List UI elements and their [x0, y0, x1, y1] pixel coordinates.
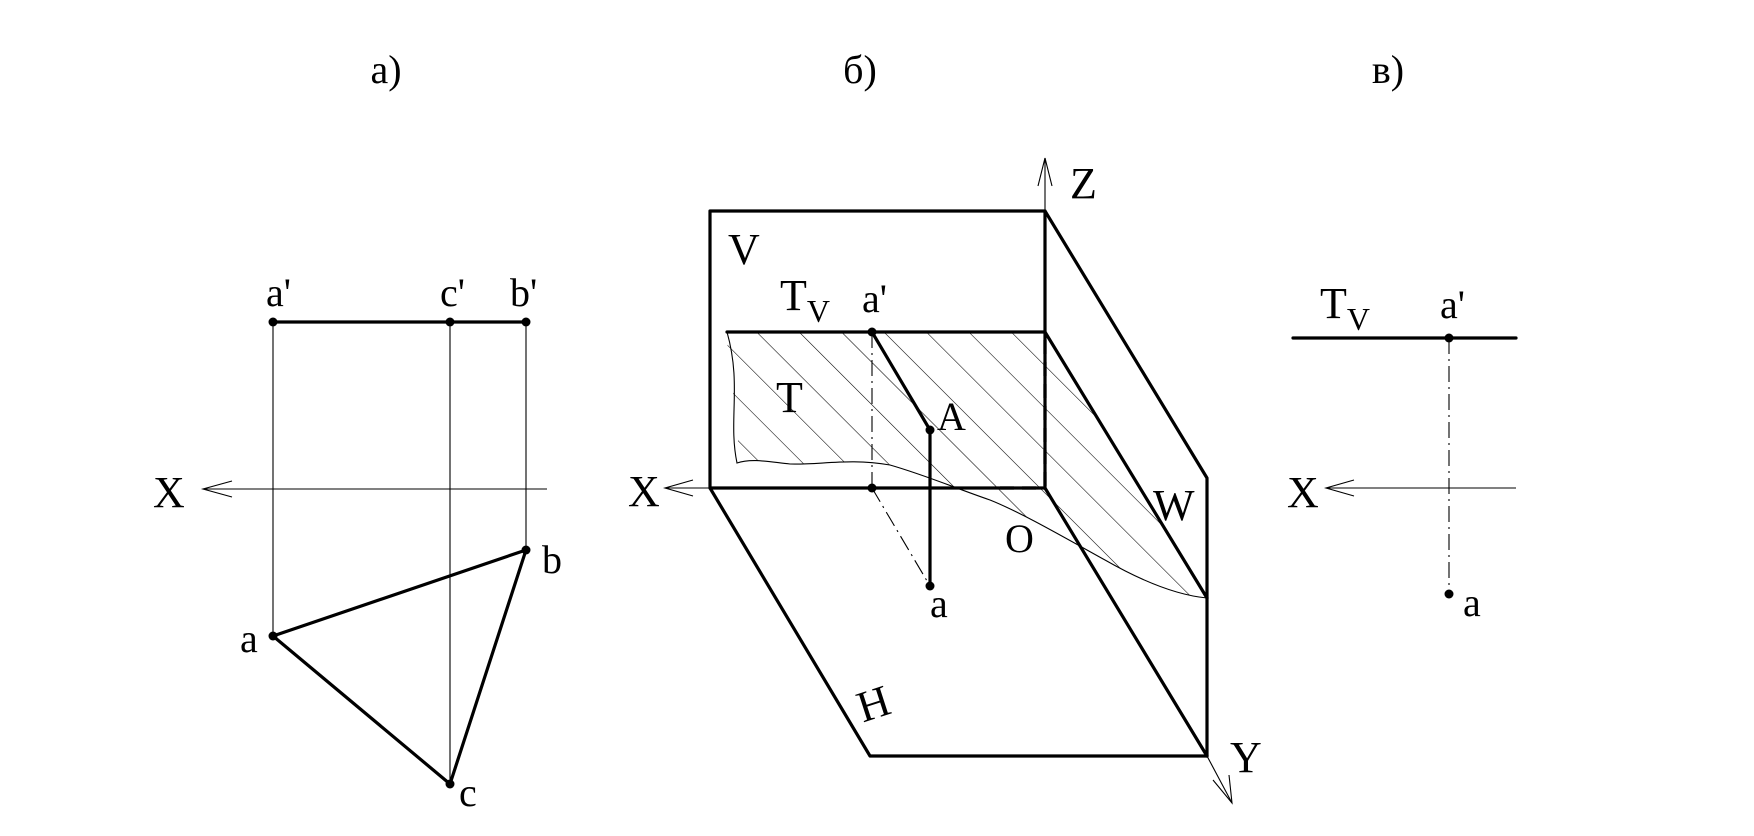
- point-a-prime: [1444, 333, 1454, 343]
- y-axis-label: Y: [1230, 733, 1262, 782]
- point-ax: [867, 483, 877, 493]
- plane-t-hatching: [727, 332, 1207, 598]
- point-c: [445, 779, 455, 789]
- triangle-abc: [271, 548, 528, 786]
- point-b: [521, 545, 531, 555]
- connector-x-a: [871, 487, 931, 587]
- label-b: b: [542, 537, 562, 582]
- point-a: [268, 631, 278, 641]
- origin-label: O: [1005, 516, 1034, 561]
- point-a: [925, 581, 935, 591]
- trace-tv-label: TV: [1320, 279, 1370, 337]
- plane-h-outline: [708, 486, 1209, 758]
- z-axis-arrow: [1037, 157, 1053, 187]
- x-axis-label: X: [153, 468, 185, 517]
- label-a-prime: a': [862, 276, 887, 321]
- panel-c-title: в): [1372, 47, 1404, 92]
- point-b-prime: [521, 317, 531, 327]
- panel-b-title: б): [843, 47, 877, 92]
- label-b-prime: b': [510, 270, 537, 315]
- panel-a-title: а): [370, 47, 401, 92]
- label-a-prime: a': [266, 270, 291, 315]
- label-a-prime: a': [1440, 282, 1465, 327]
- point-a-prime: [867, 327, 877, 337]
- plane-w-label: W: [1153, 481, 1195, 530]
- x-axis-label: X: [1287, 468, 1319, 517]
- label-a: a: [930, 581, 948, 626]
- label-a: a: [240, 616, 258, 661]
- point-a-prime: [268, 317, 278, 327]
- y-axis-line: [1206, 755, 1233, 804]
- label-a: a: [1463, 580, 1481, 625]
- plane-t-label: T: [776, 373, 803, 422]
- panel-a: а) X a' c' b' a b c: [153, 47, 562, 815]
- label-c: c: [459, 770, 477, 815]
- x-axis-label: X: [628, 467, 660, 516]
- label-A: A: [937, 394, 966, 439]
- axis-y-edge: [1043, 486, 1209, 758]
- trace-tw-line: [1043, 330, 1209, 600]
- x-axis-arrow: [662, 479, 694, 497]
- plane-t-break-edge: [726, 331, 1208, 599]
- plane-h-label: H: [851, 676, 896, 732]
- panel-b: б) Z X Y: [628, 47, 1262, 805]
- panel-c: в) X TV a' a: [1287, 47, 1518, 625]
- trace-tv-label: TV: [780, 271, 830, 329]
- x-axis-arrow: [200, 480, 233, 498]
- z-axis-label: Z: [1070, 159, 1097, 208]
- y-axis-arrow: [1212, 774, 1233, 805]
- point-A: [925, 425, 935, 435]
- x-axis-arrow: [1323, 479, 1355, 497]
- plane-v-label: V: [728, 225, 760, 274]
- plane-w-outline: [1043, 209, 1209, 758]
- point-a: [1444, 589, 1454, 599]
- projector-a-prime-A: [870, 330, 932, 432]
- label-c-prime: c': [440, 270, 465, 315]
- point-c-prime: [445, 317, 455, 327]
